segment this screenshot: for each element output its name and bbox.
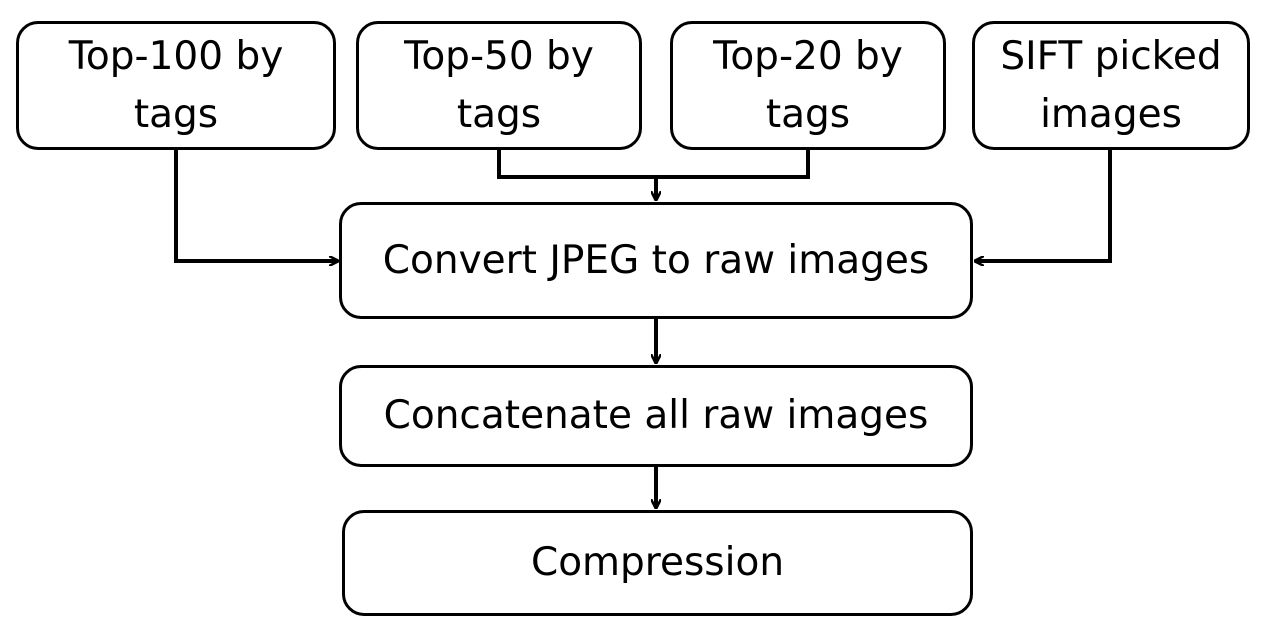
node-sift-picked-images: SIFT picked images bbox=[972, 21, 1250, 150]
node-compress-label: Compression bbox=[530, 540, 785, 585]
node-top20-line2: tags bbox=[765, 91, 851, 137]
node-top50-line1: Top-50 by bbox=[404, 33, 594, 79]
node-top100-by-tags: Top-100 by tags bbox=[16, 21, 336, 150]
node-convert-label: Convert JPEG to raw images bbox=[382, 237, 930, 283]
connector-top50-top20-merge bbox=[497, 150, 810, 179]
connector-sift-to-convert bbox=[975, 150, 1112, 261]
node-top20-line1: Top-20 by bbox=[713, 33, 903, 79]
node-compression: Compression bbox=[342, 510, 973, 616]
node-sift-line2: images bbox=[1040, 91, 1182, 137]
node-top50-line2: tags bbox=[456, 91, 542, 137]
node-concatenate: Concatenate all raw images bbox=[339, 365, 973, 467]
node-concat-label: Concatenate all raw images bbox=[383, 393, 929, 438]
node-sift-line1: SIFT picked bbox=[1000, 33, 1222, 79]
node-convert-jpeg: Convert JPEG to raw images bbox=[339, 202, 973, 319]
connector-top100-to-convert bbox=[174, 150, 338, 261]
node-top50-by-tags: Top-50 by tags bbox=[356, 21, 642, 150]
node-top20-by-tags: Top-20 by tags bbox=[670, 21, 946, 150]
node-top100-line1: Top-100 by bbox=[68, 33, 284, 79]
node-top100-line2: tags bbox=[133, 91, 219, 137]
